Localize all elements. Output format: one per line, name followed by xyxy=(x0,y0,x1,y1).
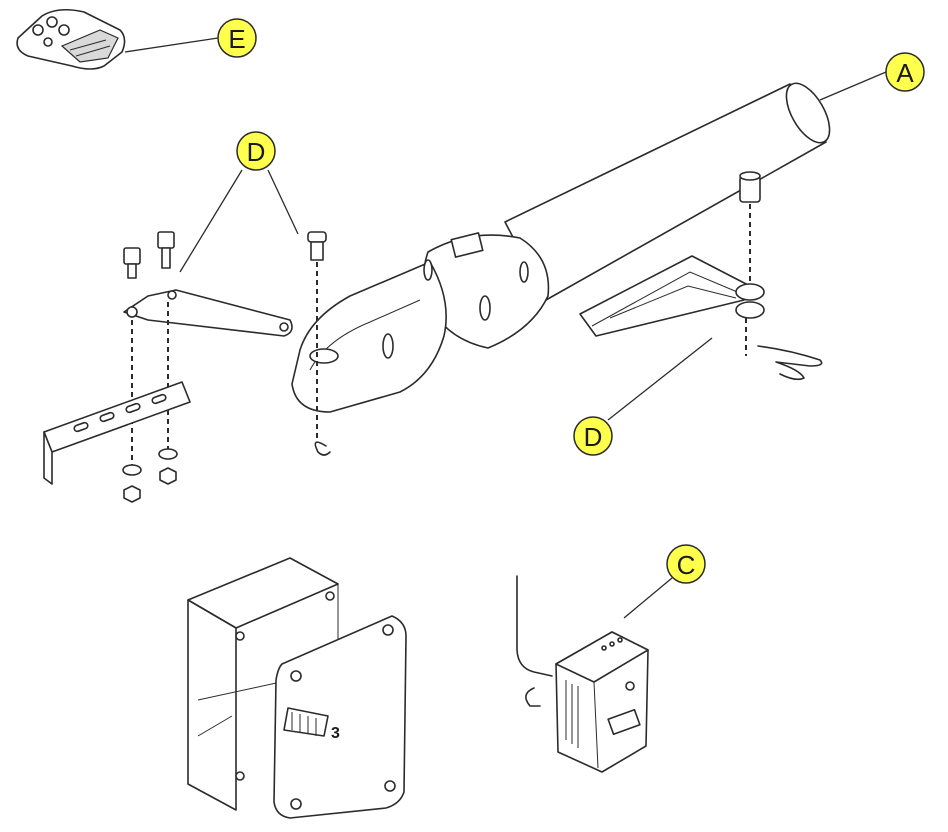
callout-c: C xyxy=(666,544,706,584)
leader-line-d-upper-right xyxy=(267,169,299,235)
junction-box-part xyxy=(187,557,407,819)
callout-a: A xyxy=(885,52,925,92)
remote-control-part xyxy=(16,8,126,70)
leader-line-d-lower xyxy=(607,337,713,421)
callout-a-label: A xyxy=(896,58,914,88)
callout-d-upper: D xyxy=(236,131,276,171)
actuator-arm-part xyxy=(291,82,831,413)
callout-d-lower: D xyxy=(573,416,613,456)
callout-e-label: E xyxy=(228,24,245,54)
front-bracket-part xyxy=(43,231,331,503)
rear-bracket-part xyxy=(579,204,823,381)
callout-d-upper-label: D xyxy=(247,137,266,167)
leader-line-e xyxy=(124,37,219,53)
leader-line-a xyxy=(819,71,887,101)
control-unit-part xyxy=(516,575,649,773)
callout-c-label: C xyxy=(677,550,696,580)
leader-line-d-upper-left xyxy=(179,169,243,273)
callout-e: E xyxy=(217,18,257,58)
junction-box-label: 3 xyxy=(331,725,340,742)
leader-line-c xyxy=(623,577,673,619)
callout-d-lower-label: D xyxy=(584,422,603,452)
